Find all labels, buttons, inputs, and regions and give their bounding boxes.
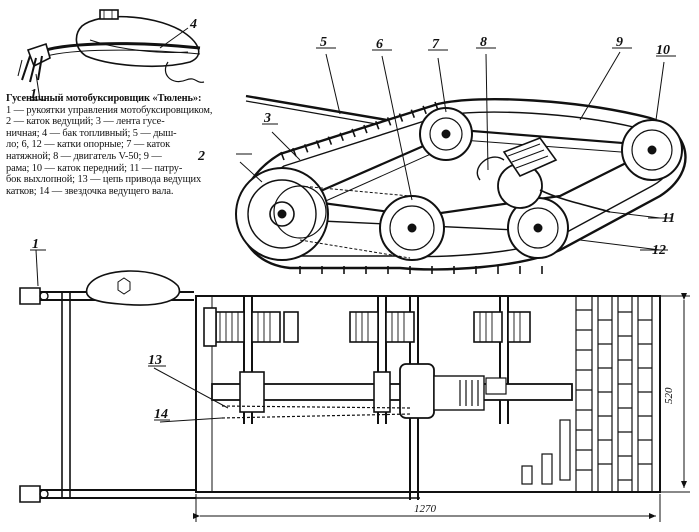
caption-line: ло; 6, 12 — катки опорные; 7 — каток	[6, 139, 171, 151]
track-tooth	[327, 136, 333, 145]
track-tooth	[410, 109, 416, 118]
label-9: 9	[616, 35, 623, 50]
callout-labels: 1 4 5 6 7 8 9 10 3 2 11 12 1 13 14 520 1…	[30, 17, 675, 515]
track-tooth	[386, 117, 392, 126]
label-12: 12	[652, 243, 666, 258]
track-tooth	[398, 113, 404, 122]
caption-line: ничная; 4 — бак топливный; 5 — дыш-	[6, 127, 177, 139]
track-tooth	[280, 151, 285, 161]
caption-line: 2 — каток ведущий; 3 — лента гусе-	[6, 116, 165, 128]
track-tooth	[375, 120, 380, 130]
label-11: 11	[662, 211, 675, 226]
label-13: 13	[148, 353, 162, 368]
caption-line: катков; 14 — звездочка ведущего вала.	[6, 185, 174, 197]
label-1-top: 1	[30, 87, 37, 102]
track-tooth	[339, 132, 344, 142]
caption-line: рама; 10 — каток передний; 11 — патру-	[6, 162, 183, 174]
caption-line: 1 — рукоятки управления мотобуксировщико…	[6, 104, 213, 116]
label-8: 8	[480, 35, 487, 50]
track-tooth	[363, 124, 368, 134]
label-7: 7	[432, 37, 440, 52]
label-1-plan: 1	[32, 237, 39, 252]
track-tooth	[303, 144, 309, 153]
track-tooth	[351, 128, 356, 138]
label-4: 4	[189, 17, 197, 32]
label-3: 3	[263, 111, 271, 126]
plan-view	[19, 249, 690, 522]
label-10: 10	[656, 43, 670, 58]
label-14: 14	[154, 407, 168, 422]
track-tooth	[422, 105, 427, 115]
label-6: 6	[376, 37, 383, 52]
label-2: 2	[197, 149, 205, 164]
caption-title: Гусеничный мотобуксировщик «Тюлень»:	[6, 93, 202, 104]
caption-line: бок выхлопной; 13 — цепь привода ведущих	[6, 174, 202, 186]
track-tooth	[315, 140, 321, 149]
figure-caption: Гусеничный мотобуксировщик «Тюлень»: 1 —…	[6, 93, 238, 197]
label-5: 5	[320, 35, 327, 50]
handle-and-tank-view	[17, 9, 205, 101]
side-view	[235, 47, 687, 274]
dimension-length: 1270	[414, 503, 437, 515]
dimension-width: 520	[663, 387, 675, 404]
caption-line: натяжной; 8 — двигатель V-50; 9 —	[6, 150, 162, 162]
